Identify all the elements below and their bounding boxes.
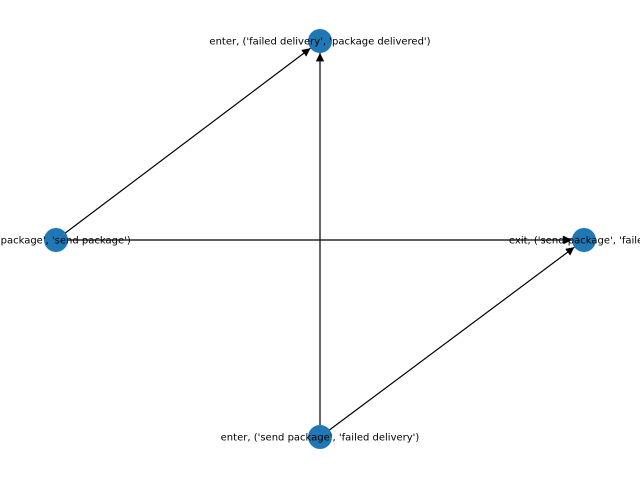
labels-layer: enter, ('failed delivery', 'package deli… [0, 37, 640, 444]
node-label: enter, ('failed delivery', 'package deli… [209, 37, 430, 48]
edges-layer [55, 47, 575, 438]
edge-arrow [319, 246, 575, 438]
graph-node [44, 228, 68, 252]
graph-node [308, 425, 332, 449]
node-label: enter, ('send package', 'failed delivery… [221, 433, 420, 444]
node-label: exit, ('send package', 'failed d [509, 236, 640, 247]
graph-node [572, 228, 596, 252]
node-label: ate package', 'send package') [0, 236, 131, 247]
edge-arrow [55, 47, 311, 241]
graph-node [308, 29, 332, 53]
nodes-layer [44, 29, 596, 449]
